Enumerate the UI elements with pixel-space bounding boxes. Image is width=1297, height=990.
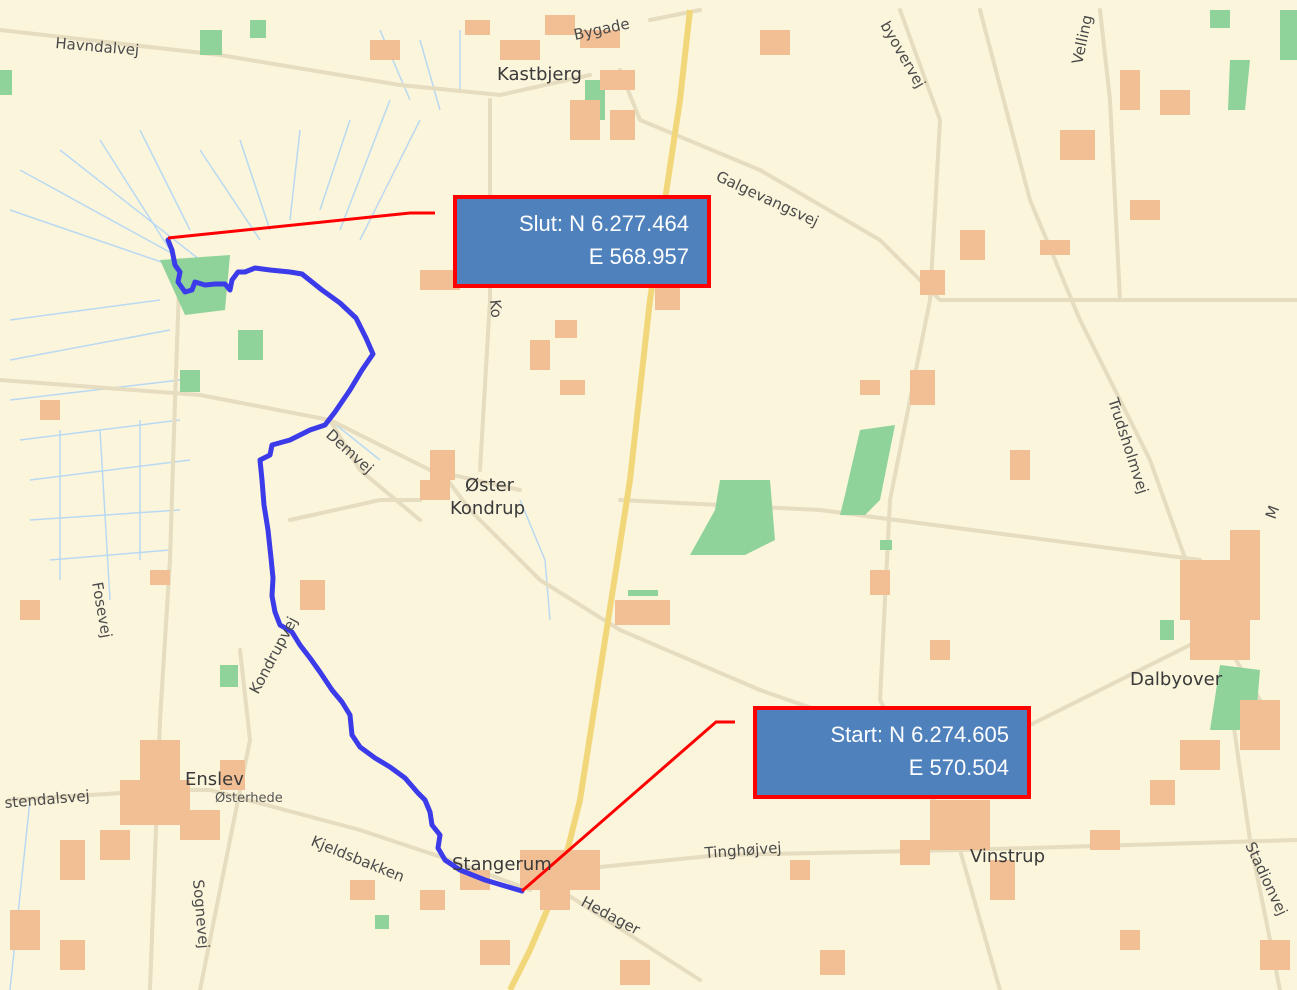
start-callout-line1: Start: N 6.274.605 [830, 722, 1009, 747]
label-galgevangsvej: Galgevangsvej [713, 167, 821, 230]
slut-callout: Slut: N 6.277.464 E 568.957 [453, 195, 711, 288]
route-line [165, 237, 525, 894]
label-enslev: Enslev [185, 769, 244, 790]
slut-connector-line [167, 211, 435, 240]
slut-callout-line2: E 568.957 [588, 244, 689, 269]
label-kondrupvej: Kondrupvej [246, 614, 302, 697]
label-kondrup: Kondrup [450, 498, 525, 519]
label-fosevej: Fosevej [88, 581, 116, 640]
callout-connectors [167, 211, 735, 893]
settlements [10, 15, 1290, 985]
label-sognevej: Sognevej [189, 879, 213, 950]
label-vinstrup: Vinstrup [970, 846, 1045, 867]
label-hedager: Hedager [578, 893, 644, 939]
slut-callout-line1: Slut: N 6.277.464 [518, 211, 689, 236]
start-callout-line2: E 570.504 [908, 755, 1009, 780]
label-m: M [1262, 503, 1283, 521]
label-ostendalsvej: stendalsvej [4, 787, 91, 812]
label-byovervej: byovervej [877, 18, 930, 91]
label-stadionvej: Stadionvej [1241, 839, 1291, 918]
highway [507, 9, 693, 990]
label-velling: Velling [1068, 13, 1096, 66]
label-stangerum: Stangerum [452, 854, 552, 875]
label-dalbyover: Dalbyover [1130, 669, 1223, 690]
label-kastbjerg: Kastbjerg [497, 64, 582, 85]
label-osterhede: Østerhede [215, 791, 283, 806]
label-havndalvej: Havndalvej [55, 34, 140, 59]
start-connector-line [521, 720, 735, 893]
map-labels: Havndalvej Bygade Kastbjerg byovervej Ve… [4, 13, 1291, 949]
label-ko: Ko [486, 299, 506, 319]
start-callout: Start: N 6.274.605 E 570.504 [753, 706, 1031, 799]
label-oster: Øster [465, 475, 515, 496]
water-ditches [9, 29, 551, 990]
label-tinghojvej: Tinghøjvej [703, 839, 782, 862]
